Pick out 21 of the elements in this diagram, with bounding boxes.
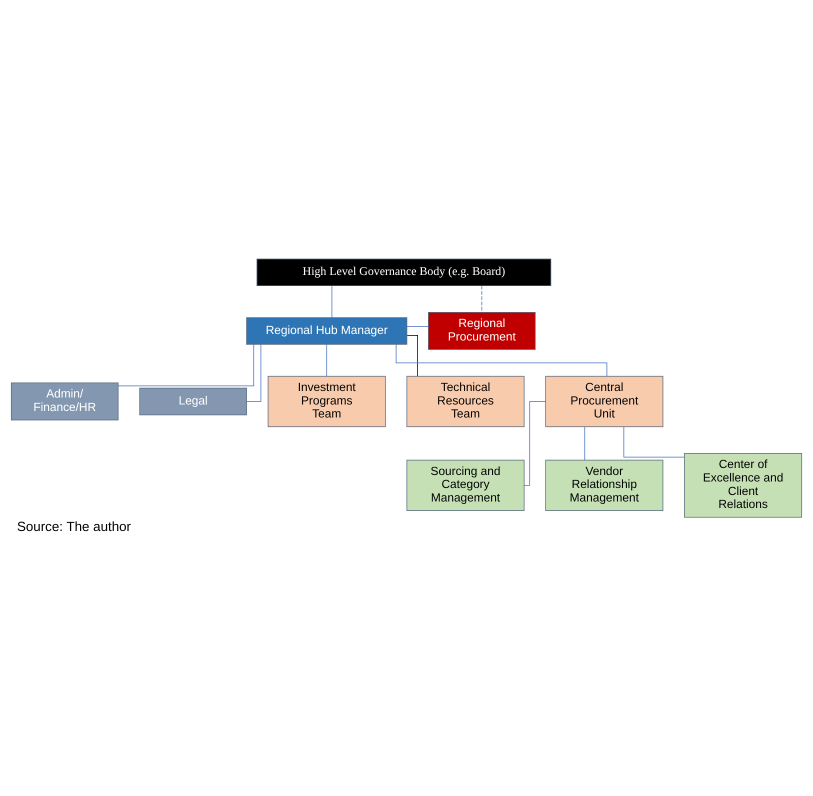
connector [326,344,328,376]
connector [481,285,482,312]
node-box: Regional Procurement [428,312,536,350]
connector [406,334,418,376]
connector [246,344,262,402]
connector [584,426,586,460]
connector [623,426,685,457]
connector [524,400,546,486]
connector [118,344,254,386]
caption: Source: The author [17,518,131,534]
node-box: Center of Excellence and Client Relations [684,452,802,518]
node-box: Admin/ Finance/HR [10,382,119,420]
node-box: Vendor Relationship Management [545,459,664,510]
node-box: Central Procurement Unit [545,375,664,427]
connector [396,344,608,376]
node-box: High Level Governance Body (e.g. Board) [256,258,552,286]
node-box: Regional Hub Manager [246,316,408,344]
node-box: Legal [139,387,247,415]
node-box: Sourcing and Category Management [406,459,524,510]
node-box: Technical Resources Team [406,375,524,427]
node-box: Investment Programs Team [268,375,386,427]
